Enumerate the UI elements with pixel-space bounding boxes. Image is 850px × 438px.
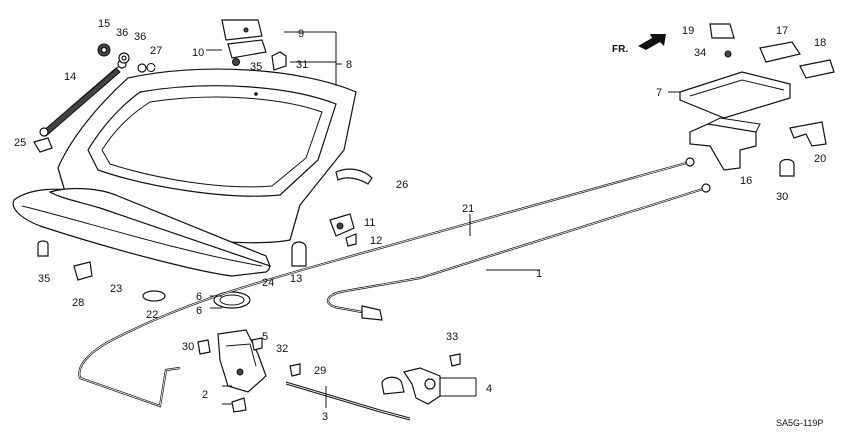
part-label: 3 (322, 411, 328, 423)
part-label: 21 (462, 203, 474, 215)
part-label: 30 (182, 341, 194, 353)
part-label: 12 (370, 235, 382, 247)
part-label: 1 (536, 268, 542, 280)
tailgate-latch (197, 329, 301, 413)
lock-cylinder (381, 353, 461, 405)
part-label: 17 (776, 25, 788, 37)
part-label: 18 (814, 37, 826, 49)
lock-rod (285, 381, 411, 421)
part-label: 20 (814, 153, 826, 165)
part-label: 11 (364, 217, 375, 229)
svg-text:FR.: FR. (612, 44, 628, 55)
part-label: 15 (98, 18, 110, 30)
part-label: 34 (694, 47, 706, 59)
part-label: 35 (250, 61, 262, 73)
part-label: 22 (146, 309, 158, 321)
part-label: 8 (346, 59, 352, 71)
part-label: 13 (290, 273, 302, 285)
stay-fasteners (97, 43, 156, 73)
opener-lever-assembly (679, 23, 835, 177)
part-label: 16 (740, 175, 752, 187)
part-label: 36 (116, 27, 128, 39)
part-label: 4 (486, 383, 492, 395)
striker-assembly (221, 19, 287, 71)
part-label: 6 (196, 291, 202, 303)
rear-spoiler (12, 187, 272, 277)
part-label: 5 (262, 331, 268, 343)
part-label: 24 (262, 277, 274, 289)
fuel-lid-cable (326, 183, 711, 321)
leader-lines (206, 31, 680, 408)
small-fasteners-left (33, 137, 166, 302)
part-labels: 1 2 3 4 5 6 6 7 8 9 10 11 12 13 14 15 16… (14, 18, 826, 423)
part-label: 19 (682, 25, 694, 37)
part-label: 6 (196, 305, 202, 317)
part-label: 7 (656, 87, 662, 99)
part-label: 28 (72, 297, 84, 309)
tailgate-handle (335, 168, 373, 185)
part-label: 36 (134, 31, 146, 43)
drawing-code: SA5G-119P (776, 418, 823, 428)
front-direction-arrow: FR. (612, 34, 666, 55)
part-label: 33 (446, 331, 458, 343)
part-label: 35 (38, 273, 50, 285)
part-label: 2 (202, 389, 208, 401)
part-label: 29 (314, 365, 326, 377)
opener-cable (78, 157, 695, 408)
part-label: 32 (276, 343, 288, 355)
part-label: 23 (110, 283, 122, 295)
part-label: 10 (192, 47, 204, 59)
part-label: 31 (296, 59, 308, 71)
part-label: 14 (64, 71, 76, 83)
part-label: 25 (14, 137, 26, 149)
part-label: 26 (396, 179, 408, 191)
cable-holder (291, 213, 357, 267)
part-label: 9 (298, 28, 304, 40)
part-label: 30 (776, 191, 788, 203)
tailgate-panel (57, 68, 357, 244)
part-label: 27 (150, 45, 162, 57)
